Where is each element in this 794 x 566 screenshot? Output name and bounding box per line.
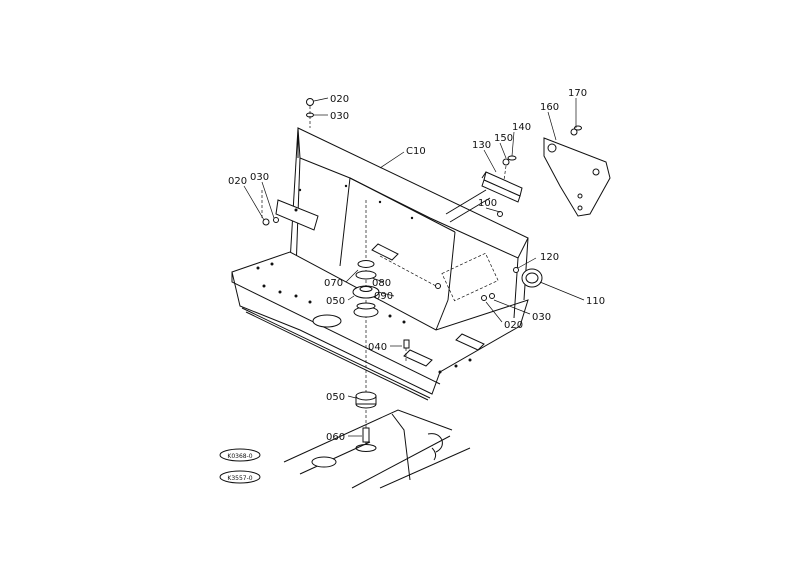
label-090: 090 [374, 291, 393, 302]
label-030-left: 030 [250, 172, 269, 183]
label-c10: C10 [406, 146, 426, 157]
label-070: 070 [324, 278, 343, 289]
reference-badge-1: K0368-0 [227, 453, 252, 460]
label-060: 060 [326, 432, 345, 443]
label-100: 100 [478, 198, 497, 209]
grommet-110 [441, 252, 543, 302]
label-040: 040 [368, 342, 387, 353]
label-050-upper: 050 [326, 296, 345, 307]
main-frame-plate [231, 127, 529, 401]
part-labels: 020 030 C10 020 030 130 150 140 160 170 … [228, 88, 605, 443]
mount-stack [352, 200, 441, 440]
label-030-right: 030 [532, 312, 551, 323]
label-030-top: 030 [330, 111, 349, 122]
label-080: 080 [372, 278, 391, 289]
left-mounting-bracket [261, 190, 319, 231]
label-110: 110 [586, 296, 605, 307]
plate-160 [543, 125, 611, 217]
label-050-lower: 050 [326, 392, 345, 403]
bracket-130 [445, 155, 523, 223]
top-bolt-washer [306, 98, 314, 128]
label-020-right: 020 [504, 320, 523, 331]
label-170: 170 [568, 88, 587, 99]
right-bolt-washer [481, 293, 495, 301]
bolt-040 [403, 339, 410, 362]
label-020-top: 020 [330, 94, 349, 105]
label-130: 130 [472, 140, 491, 151]
base-frame [283, 409, 471, 489]
label-150-bracket: 150 [494, 133, 513, 144]
label-120: 120 [540, 252, 559, 263]
reference-badges: K0368-0 K3557-0 [219, 448, 261, 484]
label-140: 140 [512, 122, 531, 133]
label-160: 160 [540, 102, 559, 113]
reference-badge-2: K3557-0 [227, 475, 252, 482]
leader-lines [243, 97, 585, 437]
label-020-left: 020 [228, 176, 247, 187]
